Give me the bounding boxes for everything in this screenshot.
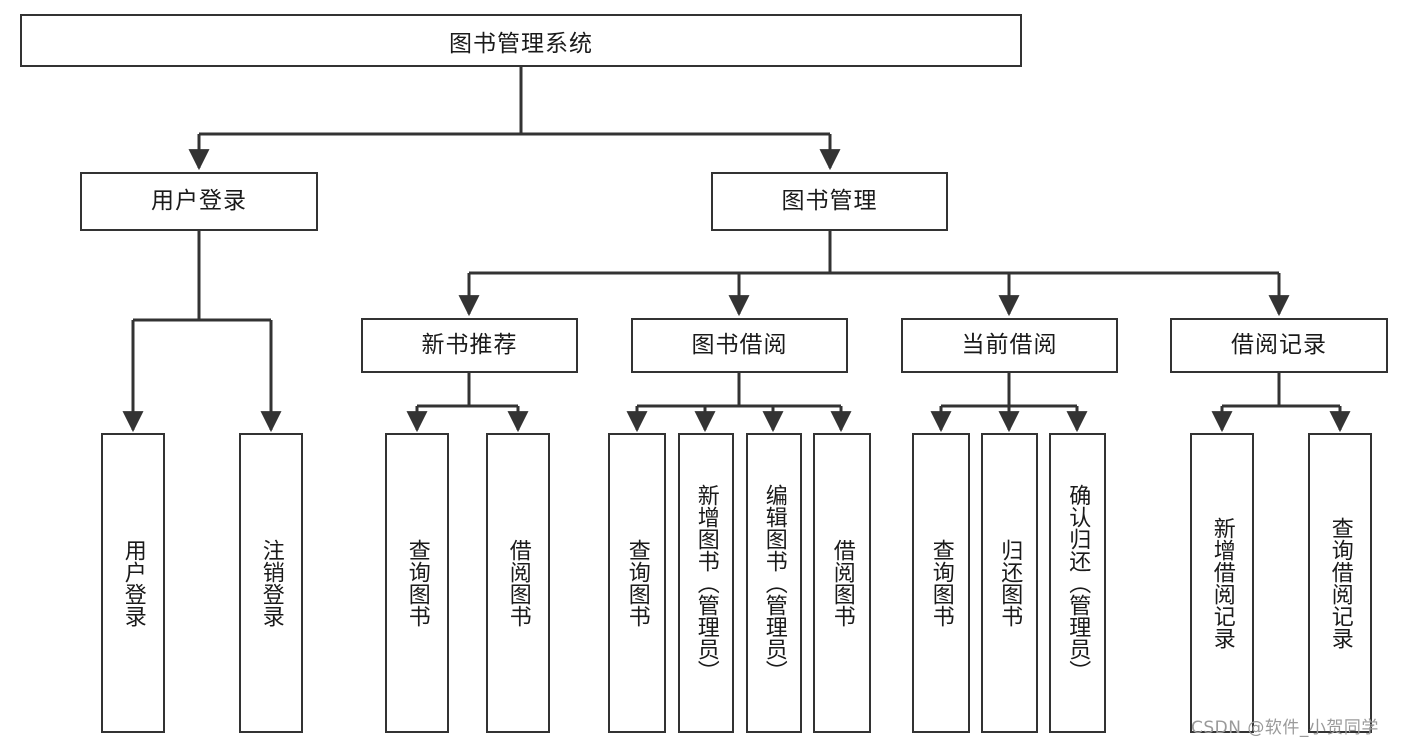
leaf-borrow-record-1[interactable]: 新增借阅记录 — [1190, 433, 1254, 733]
leaf-label: 新增图书（管理员） — [693, 484, 719, 682]
node-new-book-recommend[interactable]: 新书推荐 — [361, 318, 578, 373]
leaf-current-borrow-2[interactable]: 归还图书 — [981, 433, 1038, 733]
leaf-user-login-1[interactable]: 用户登录 — [101, 433, 165, 733]
leaf-label: 归还图书 — [997, 539, 1023, 627]
node-user-login[interactable]: 用户登录 — [80, 172, 318, 231]
leaf-label: 借阅图书 — [505, 539, 531, 627]
leaf-book-borrow-3[interactable]: 编辑图书（管理员） — [746, 433, 802, 733]
node-book-manage[interactable]: 图书管理 — [711, 172, 948, 231]
leaf-current-borrow-3[interactable]: 确认归还（管理员） — [1049, 433, 1106, 733]
leaf-book-borrow-4[interactable]: 借阅图书 — [813, 433, 871, 733]
node-current-borrow[interactable]: 当前借阅 — [901, 318, 1118, 373]
node-borrow-record[interactable]: 借阅记录 — [1170, 318, 1388, 373]
leaf-new-book-2[interactable]: 借阅图书 — [486, 433, 550, 733]
node-root-system[interactable]: 图书管理系统 — [20, 14, 1022, 67]
leaf-book-borrow-1[interactable]: 查询图书 — [608, 433, 666, 733]
leaf-label: 新增借阅记录 — [1209, 517, 1235, 649]
leaf-label: 借阅图书 — [829, 539, 855, 627]
leaf-new-book-1[interactable]: 查询图书 — [385, 433, 449, 733]
leaf-label: 查询图书 — [928, 539, 954, 627]
leaf-label: 查询借阅记录 — [1327, 517, 1353, 649]
leaf-user-login-2[interactable]: 注销登录 — [239, 433, 303, 733]
leaf-label: 确认归还（管理员） — [1065, 484, 1091, 682]
leaf-label: 查询图书 — [404, 539, 430, 627]
leaf-current-borrow-1[interactable]: 查询图书 — [912, 433, 970, 733]
csdn-watermark: CSDN @软件_小贺同学 — [1191, 718, 1379, 738]
node-book-borrow[interactable]: 图书借阅 — [631, 318, 848, 373]
leaf-label: 编辑图书（管理员） — [761, 484, 787, 682]
leaf-book-borrow-2[interactable]: 新增图书（管理员） — [678, 433, 734, 733]
leaf-label: 注销登录 — [258, 539, 284, 627]
leaf-borrow-record-2[interactable]: 查询借阅记录 — [1308, 433, 1372, 733]
leaf-label: 用户登录 — [120, 539, 146, 627]
leaf-label: 查询图书 — [624, 539, 650, 627]
